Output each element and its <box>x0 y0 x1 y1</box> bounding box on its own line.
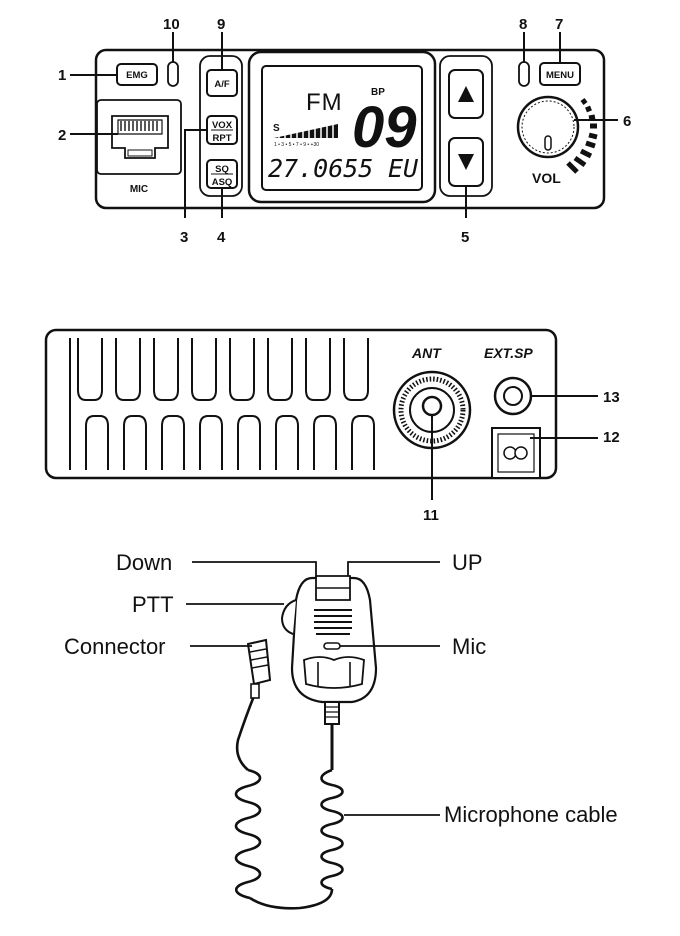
callout-6: 6 <box>623 113 631 130</box>
callout-8: 8 <box>519 16 527 33</box>
mic-callout-lines <box>186 561 440 816</box>
vox-rpt-button[interactable]: VOX RPT <box>206 115 238 145</box>
knob-indicator-icon <box>544 135 552 151</box>
ext-speaker-jack[interactable] <box>493 376 533 416</box>
down-button[interactable] <box>448 137 484 187</box>
rj45-connector <box>246 638 272 699</box>
callout-2: 2 <box>58 127 66 144</box>
mic-hole-icon <box>323 642 341 650</box>
callout-13: 13 <box>603 389 620 406</box>
vol-label: VOL <box>532 170 561 186</box>
ext-sp-label: EXT.SP <box>484 345 533 361</box>
rpt-label: RPT <box>213 133 232 144</box>
callout-9: 9 <box>217 16 225 33</box>
mic-label: MIC <box>130 184 148 195</box>
lcd-signal: S <box>273 123 280 134</box>
led-indicator-8 <box>518 61 530 87</box>
volume-scale-icon <box>566 98 598 174</box>
af-button-label: A/F <box>214 79 230 90</box>
power-socket[interactable] <box>491 427 541 479</box>
ant-label: ANT <box>411 345 442 361</box>
volume-knob[interactable] <box>516 95 580 159</box>
callout-12: 12 <box>603 429 620 446</box>
power-pin-icon <box>514 446 528 460</box>
front-callout-lines <box>70 32 618 218</box>
callout-11: 11 <box>423 507 439 524</box>
front-panel: MIC EMG A/F VOX RPT SQ ASQ FM <box>58 16 631 246</box>
microphone-assembly: Down PTT Connector UP Mic Microphone cab… <box>64 550 618 910</box>
rear-callout-lines <box>431 395 598 500</box>
cable-label: Microphone cable <box>444 802 618 827</box>
antenna-pin-icon <box>421 395 443 417</box>
down-arrow-icon <box>458 154 474 170</box>
menu-button[interactable]: MENU <box>539 62 581 86</box>
cable-strain-relief <box>324 701 340 725</box>
connector-label: Connector <box>64 634 166 659</box>
ptt-label: PTT <box>132 592 174 617</box>
callout-10: 10 <box>163 16 180 33</box>
lcd-mode: FM <box>306 89 343 116</box>
down-label: Down <box>116 550 172 575</box>
af-button[interactable]: A/F <box>206 69 238 97</box>
ptt-side-button[interactable] <box>280 599 297 635</box>
vox-label: VOX <box>212 120 233 131</box>
lcd-band: EU <box>388 154 419 183</box>
lcd-bp: BP <box>371 87 385 98</box>
led-indicator-10 <box>167 61 179 87</box>
mic-grille <box>314 609 352 635</box>
up-arrow-icon <box>458 86 474 102</box>
emg-button-label: EMG <box>126 70 148 81</box>
emg-button[interactable]: EMG <box>116 63 158 86</box>
callout-7: 7 <box>555 16 563 33</box>
lcd-channel: 09 <box>352 95 417 160</box>
callout-1: 1 <box>58 67 66 84</box>
asq-label: ASQ <box>212 177 233 188</box>
rear-panel: ANT EXT.SP 11 12 13 <box>44 328 620 524</box>
signal-meter-icon <box>274 124 338 138</box>
sq-label: SQ <box>215 164 229 175</box>
callout-4: 4 <box>217 229 226 246</box>
rear-panel-frame <box>44 328 558 480</box>
up-button[interactable] <box>448 69 484 119</box>
mic-callout-label: Mic <box>452 634 486 659</box>
heat-sink-fins <box>77 338 375 470</box>
up-label: UP <box>452 550 483 575</box>
sq-asq-button[interactable]: SQ ASQ <box>206 159 238 189</box>
power-pin-icon <box>503 446 517 460</box>
mic-socket-icon <box>111 115 169 159</box>
lcd-screen <box>261 65 423 191</box>
menu-button-label: MENU <box>546 70 574 81</box>
coiled-cable <box>234 695 344 910</box>
callout-5: 5 <box>461 229 469 246</box>
lcd-scale: 1 • 3 • 5 • 7 • 9 • +30 <box>274 142 319 148</box>
lcd-frequency: 27.0655 <box>268 154 373 183</box>
callout-3: 3 <box>180 229 188 246</box>
